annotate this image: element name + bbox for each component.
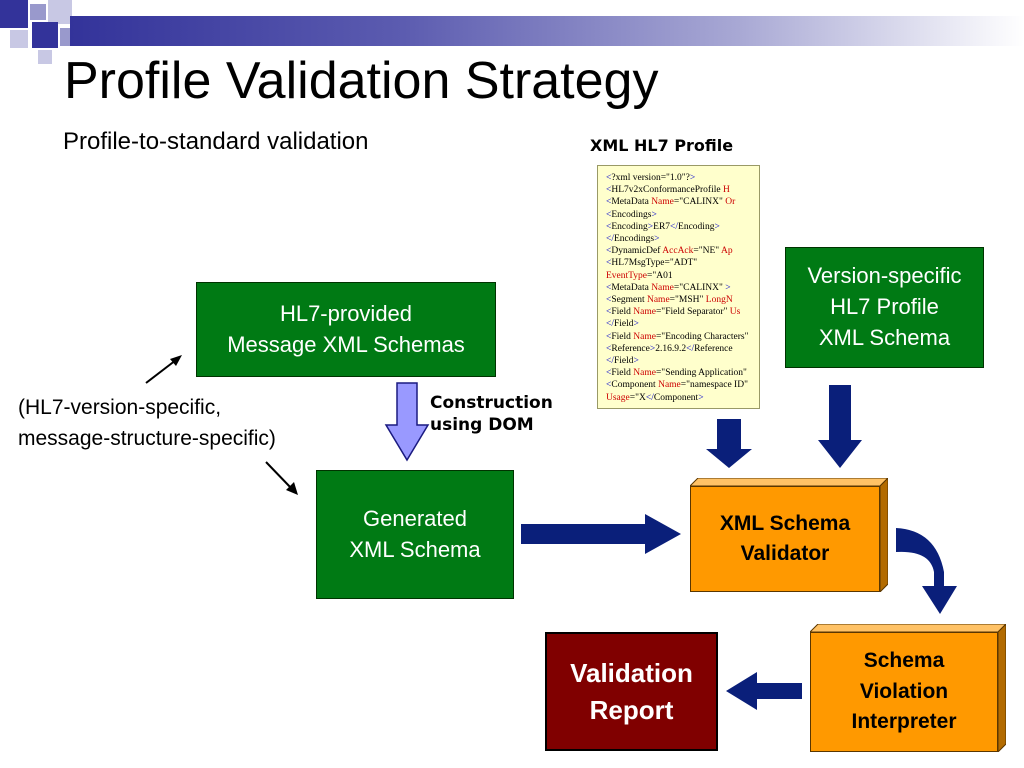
validator-to-interpreter-arrow bbox=[896, 528, 957, 614]
schema-validator-box: XML Schema Validator bbox=[690, 478, 888, 592]
deco-square-7 bbox=[38, 50, 52, 64]
xml-profile-document: <?xml version="1.0"?> <HL7v2xConformanceP… bbox=[597, 165, 760, 409]
deco-square-1 bbox=[0, 0, 28, 28]
deco-square-3 bbox=[48, 0, 72, 24]
xml-line: <?xml version="1.0"?> bbox=[606, 173, 696, 183]
pointer-arrow-down bbox=[265, 461, 293, 490]
pointer-arrow-up-head bbox=[170, 355, 182, 366]
xml-line: <Segment Name="MSH" LongN bbox=[606, 295, 733, 306]
deco-square-4 bbox=[10, 30, 28, 48]
xml-line: <Component Name="namespace ID" bbox=[606, 380, 748, 391]
validation-report-box: Validation Report bbox=[545, 632, 718, 751]
xml-line: <Field Name="Field Separator" Us bbox=[606, 307, 741, 318]
xml-line: </Field> bbox=[606, 319, 639, 330]
version-specific-profile-box: Version-specific HL7 Profile XML Schema bbox=[785, 247, 984, 368]
xml-line: <DynamicDef AccAck="NE" Ap bbox=[606, 246, 733, 257]
xml-line: </Field> bbox=[606, 356, 639, 367]
hl7-message-schemas-box: HL7-provided Message XML Schemas bbox=[196, 282, 496, 377]
interpreter-to-report-arrow bbox=[726, 672, 802, 710]
xml-line: <Field Name="Sending Application" bbox=[606, 368, 747, 379]
xml-line: EventType="A01 bbox=[606, 270, 673, 281]
xml-line: <HL7v2xConformanceProfile H bbox=[606, 185, 730, 196]
xml-line: <Field Name="Encoding Characters" bbox=[606, 331, 749, 342]
side-note: (HL7-version-specific, message-structure… bbox=[18, 396, 276, 450]
deco-square-2 bbox=[30, 4, 46, 20]
generated-to-validator-arrow bbox=[521, 514, 681, 554]
violation-interpreter-box: Schema Violation Interpreter bbox=[810, 624, 1006, 752]
xml-line: <MetaData Name="CALINX" Or bbox=[606, 197, 736, 208]
schema-validator-label: XML Schema Validator bbox=[690, 486, 880, 592]
deco-square-5 bbox=[32, 22, 58, 48]
profile-to-validator-arrow bbox=[706, 419, 752, 468]
pointer-arrow-up bbox=[145, 359, 177, 384]
title-bar bbox=[70, 16, 1024, 46]
construction-label: Construction using DOM bbox=[430, 393, 553, 435]
xml-line: <MetaData Name="CALINX" > bbox=[606, 282, 731, 293]
pointer-arrow-down-head bbox=[286, 482, 298, 495]
xml-line: <Reference>2.16.9.2</Reference bbox=[606, 343, 733, 354]
slide-subtitle: Profile-to-standard validation bbox=[63, 128, 369, 155]
violation-interpreter-label: Schema Violation Interpreter bbox=[810, 632, 998, 752]
xml-profile-title: XML HL7 Profile bbox=[590, 136, 734, 155]
xml-line: Usage="X</Component> bbox=[606, 392, 704, 403]
construction-arrow bbox=[384, 382, 430, 462]
slide-title: Profile Validation Strategy bbox=[64, 52, 659, 110]
xml-line: <Encoding>ER7</Encoding> bbox=[606, 221, 720, 232]
xml-line: </Encodings> bbox=[606, 234, 660, 245]
xml-line: <Encodings> bbox=[606, 209, 657, 220]
generated-schema-box: Generated XML Schema bbox=[316, 470, 514, 599]
schema-to-validator-arrow bbox=[818, 385, 862, 468]
xml-line: <HL7MsgType="ADT" bbox=[606, 258, 698, 269]
